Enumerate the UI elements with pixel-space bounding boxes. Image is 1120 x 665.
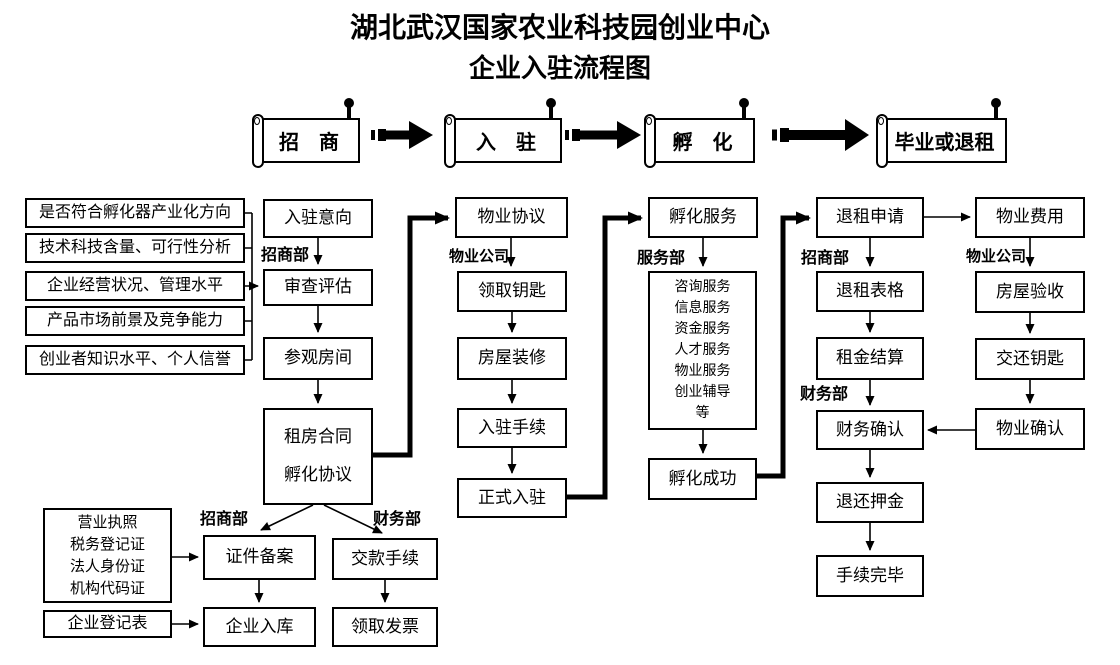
criteria-box-1: 是否符合孵化器产业化方向 xyxy=(25,198,245,228)
service-line-6: 创业辅导 xyxy=(674,385,731,400)
scroll-roll-icon xyxy=(876,114,888,168)
criteria-box-3: 企业经营状况、管理水平 xyxy=(25,271,245,301)
phase-banner-fuhua: 孵 化 xyxy=(644,98,755,168)
box-contract: 租房合同 孵化协议 xyxy=(263,408,373,505)
phase-banner-label: 孵 化 xyxy=(672,132,733,154)
scroll-roll-icon xyxy=(444,114,456,168)
block-arrow-3 xyxy=(772,119,869,151)
doc-line-1: 营业执照 xyxy=(77,514,138,531)
dept-label-marketing-1: 招商部 xyxy=(261,247,310,264)
box-exit-apply: 退租申请 xyxy=(816,197,924,238)
phase-banner-ruzhu: 入 驻 xyxy=(444,98,562,168)
criteria-box-2: 技术科技含量、可行性分析 xyxy=(25,233,245,263)
box-credential-filing: 证件备案 xyxy=(203,535,316,580)
box-property-confirm: 物业确认 xyxy=(975,408,1085,450)
box-payment-procedure: 交款手续 xyxy=(332,538,438,580)
doc-line-2: 税务登记证 xyxy=(69,536,145,553)
box-finance-confirm: 财务确认 xyxy=(816,410,924,450)
box-deposit-refund: 退还押金 xyxy=(816,482,924,523)
scroll-roll-icon xyxy=(644,114,656,168)
scroll-roll-icon xyxy=(252,114,264,168)
service-line-1: 咨询服务 xyxy=(674,280,731,295)
box-property-agreement: 物业协议 xyxy=(455,197,568,238)
criteria-box-5: 创业者知识水平、个人信誉 xyxy=(25,345,245,375)
box-registration-form: 企业登记表 xyxy=(43,610,172,638)
dept-label-property-1: 物业公司 xyxy=(449,248,510,265)
service-line-3: 资金服务 xyxy=(674,322,731,337)
scroll-knob-icon xyxy=(991,98,1001,118)
phase-banner-biye: 毕业或退租 xyxy=(876,98,1007,168)
phase-banner-label: 入 驻 xyxy=(476,132,536,154)
criteria-merge-bracket xyxy=(245,212,259,361)
box-entry-procedures: 入驻手续 xyxy=(457,408,567,448)
box-service-list: 咨询服务 信息服务 资金服务 人才服务 物业服务 创业辅导 等 xyxy=(648,271,757,430)
block-arrow-1 xyxy=(371,121,433,149)
phase-banner-zhaoshang: 招 商 xyxy=(252,98,360,168)
contract-line-2: 孵化协议 xyxy=(284,465,352,485)
service-line-5: 物业服务 xyxy=(674,364,731,379)
box-rent-settlement: 租金结算 xyxy=(816,337,924,380)
dept-label-marketing-3: 招商部 xyxy=(801,250,850,267)
dept-label-service: 服务部 xyxy=(637,250,686,267)
phase-connectors xyxy=(373,211,811,500)
scroll-knob-icon xyxy=(344,98,354,118)
flow-arrows xyxy=(172,212,1035,629)
doc-line-3: 法人身份证 xyxy=(69,558,145,575)
scroll-knob-icon xyxy=(739,98,749,118)
banner-block-arrows xyxy=(371,119,869,151)
block-arrow-2 xyxy=(565,121,641,149)
box-review-assess: 审查评估 xyxy=(263,269,373,306)
box-house-inspection: 房屋验收 xyxy=(975,271,1085,313)
service-line-7: 等 xyxy=(695,406,710,421)
dept-label-marketing-2: 招商部 xyxy=(200,511,249,528)
box-property-fees: 物业费用 xyxy=(975,197,1085,238)
service-line-4: 人才服务 xyxy=(674,343,731,358)
criteria-box-4: 产品市场前景及竞争能力 xyxy=(25,306,245,336)
dept-label-property-2: 物业公司 xyxy=(966,248,1027,265)
box-get-keys: 领取钥匙 xyxy=(457,271,567,312)
page-title-line1: 湖北武汉国家农业科技园创业中心 xyxy=(349,13,770,44)
phase-banner-label: 招 商 xyxy=(279,132,339,154)
service-line-2: 信息服务 xyxy=(674,301,731,316)
box-exit-form: 退租表格 xyxy=(816,271,924,312)
dept-label-finance-2: 财务部 xyxy=(800,386,849,403)
scroll-knob-icon xyxy=(546,98,556,118)
box-visit-rooms: 参观房间 xyxy=(263,337,373,380)
phase-banner-label: 毕业或退租 xyxy=(894,132,995,154)
box-incubation-success: 孵化成功 xyxy=(648,458,757,500)
doc-line-4: 机构代码证 xyxy=(69,580,145,597)
box-official-entry: 正式入驻 xyxy=(457,478,567,518)
box-company-intake: 企业入库 xyxy=(203,607,316,647)
box-collect-invoice: 领取发票 xyxy=(332,607,438,647)
box-procedure-complete: 手续完毕 xyxy=(816,555,924,597)
page-title-line2: 企业入驻流程图 xyxy=(468,54,651,83)
contract-line-1: 租房合同 xyxy=(284,427,352,447)
box-renovation: 房屋装修 xyxy=(457,337,567,380)
box-incubation-service: 孵化服务 xyxy=(648,197,758,238)
box-return-keys: 交还钥匙 xyxy=(975,338,1085,380)
box-required-documents: 营业执照 税务登记证 法人身份证 机构代码证 xyxy=(43,508,172,603)
dept-label-finance-1: 财务部 xyxy=(373,511,422,528)
box-entry-intent: 入驻意向 xyxy=(263,199,373,238)
